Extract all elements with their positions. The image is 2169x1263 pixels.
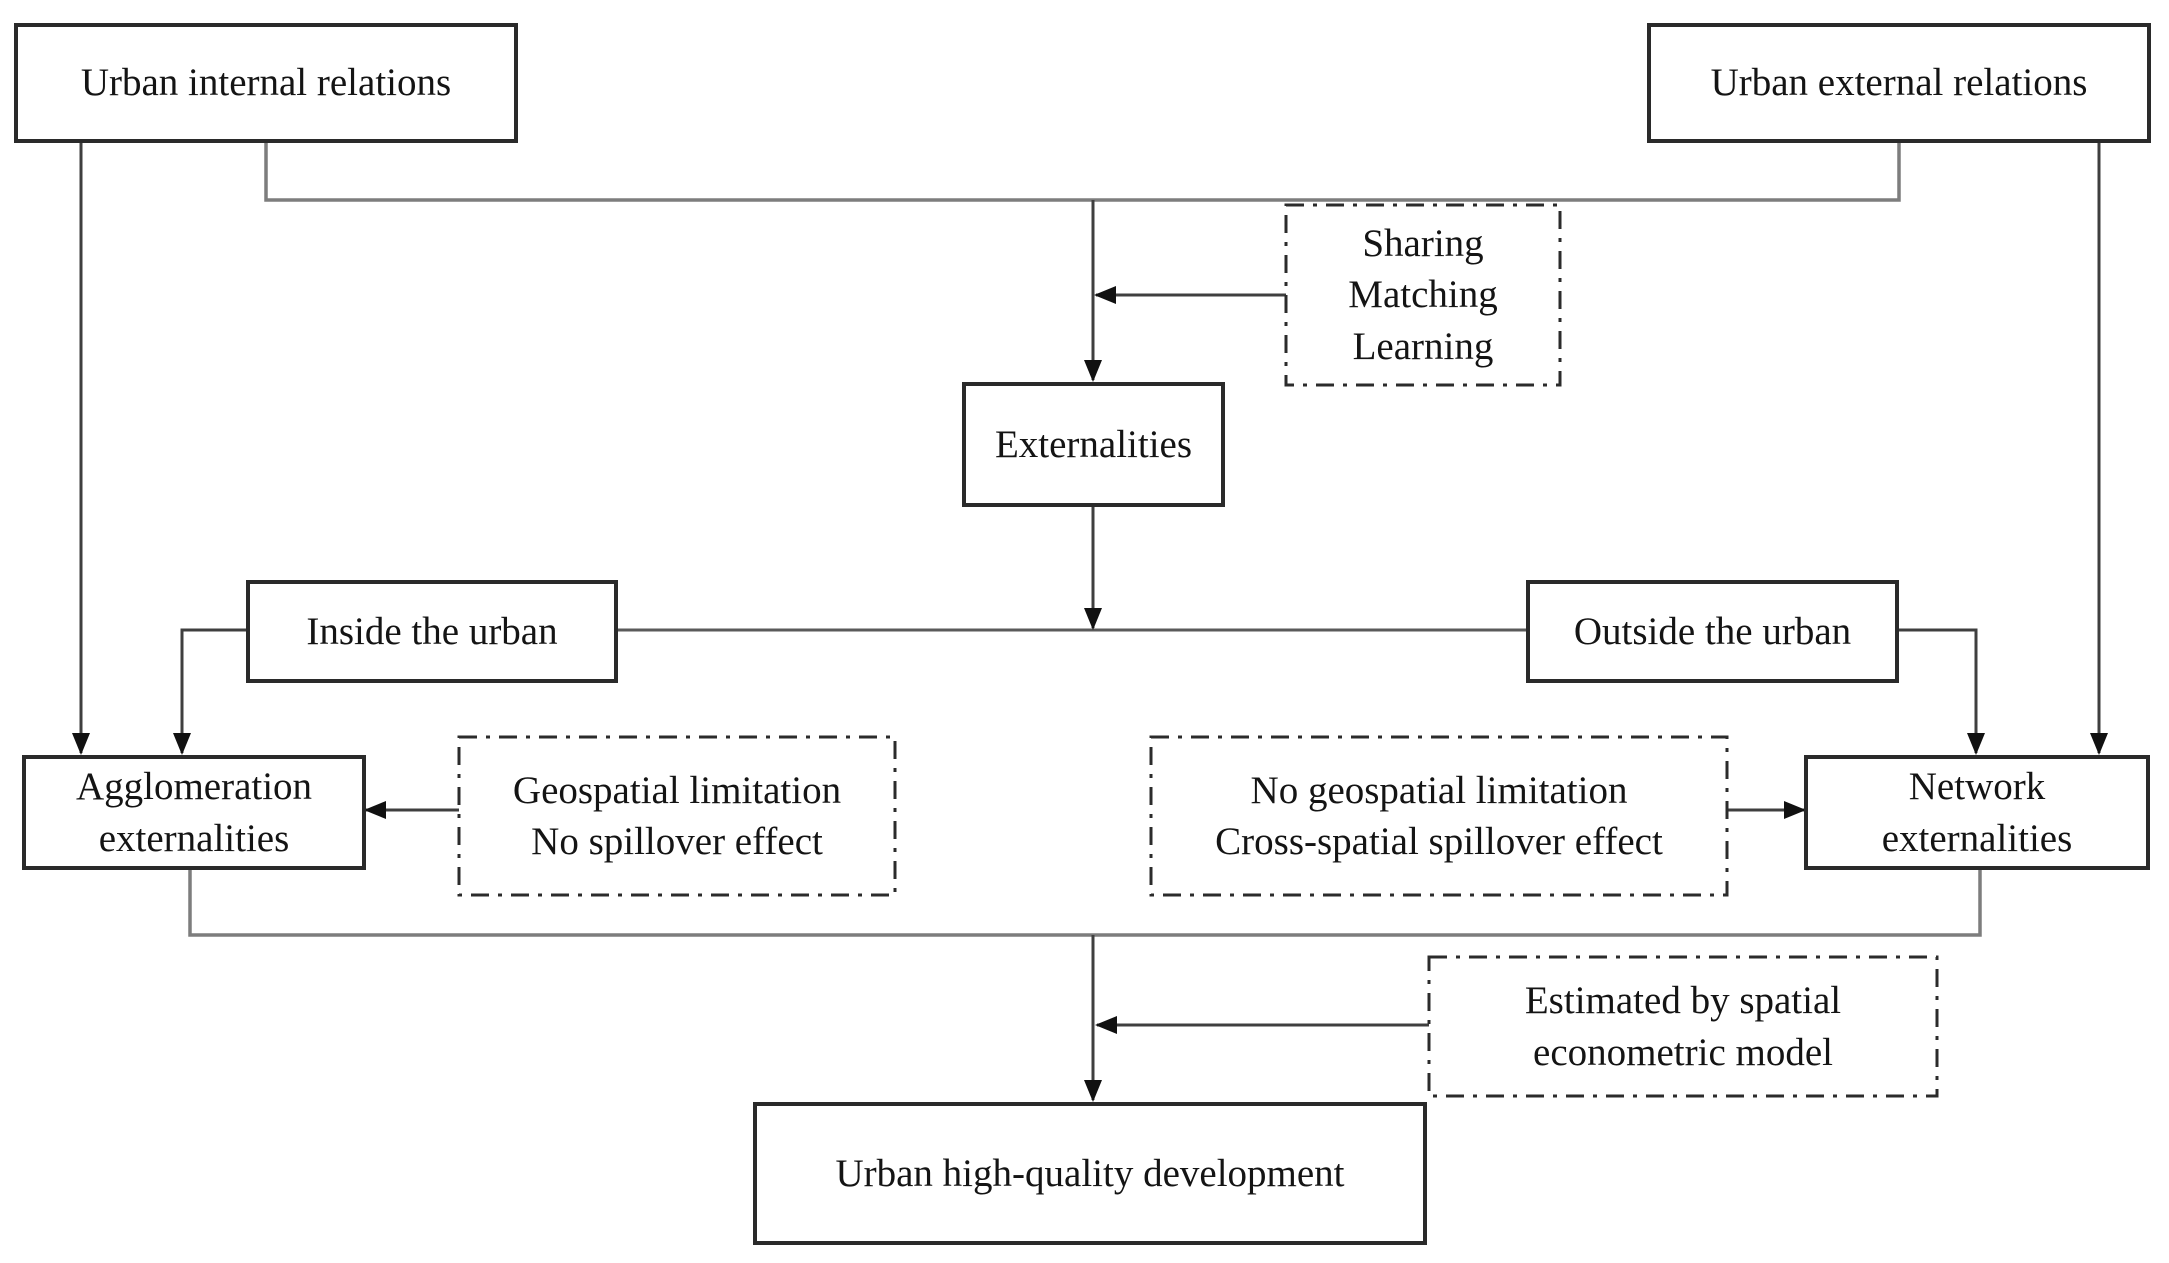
estimated-box-outline [1427,955,1939,1098]
rail-top-collector [264,143,1901,202]
node-inside-the-urban: Inside the urban [246,580,618,683]
node-outside-the-urban: Outside the urban [1526,580,1899,683]
node-urban-internal-relations: Urban internal relations [14,23,518,143]
node-urban-external-relations: Urban external relations [1647,23,2151,143]
node-label: Estimated by spatial [1524,979,1842,1023]
node-externalities: Externalities [962,382,1225,507]
geospatial-box-outline [457,735,897,897]
arrow-inside-to-agglomeration [173,628,246,755]
node-label: externalities [1881,816,2073,860]
node-label: Agglomeration [75,765,313,809]
node-label: Inside the urban [306,609,558,653]
node-estimated-by-spatial-econometric-model: Estimated by spatial econometric model [1429,957,1937,1096]
node-label: externalities [98,816,290,860]
node-label: No spillover effect [531,820,823,863]
node-label: Network [1908,765,2046,809]
sharing-box-outline [1284,203,1562,387]
arrow-outside-to-network [1899,628,1985,755]
nogeospatial-box-outline [1149,735,1729,897]
node-label: Learning [1352,324,1494,368]
node-agglomeration-externalities: Agglomeration externalities [22,755,366,870]
node-label: Urban external relations [1710,61,2088,105]
node-label: Outside the urban [1573,609,1852,653]
node-label: Urban high-quality development [835,1151,1345,1195]
node-label: econometric model [1533,1030,1833,1074]
node-label: No geospatial limitation [1250,768,1628,812]
node-label: Externalities [994,422,1193,466]
rail-bottom-collector [188,868,1982,937]
node-urban-high-quality-development: Urban high-quality development [753,1102,1427,1245]
node-sharing-matching-learning: Sharing Matching Learning [1286,205,1560,385]
node-network-externalities: Network externalities [1804,755,2150,870]
node-label: Geospatial limitation [512,768,842,812]
node-geospatial-limitation: Geospatial limitation No spillover effec… [459,737,895,895]
node-label: Matching [1348,273,1498,317]
node-no-geospatial-limitation: No geospatial limitation Cross-spatial s… [1151,737,1727,895]
node-label: Cross-spatial spillover effect [1215,820,1663,863]
node-label: Urban internal relations [80,61,452,105]
node-label: Sharing [1362,221,1484,265]
